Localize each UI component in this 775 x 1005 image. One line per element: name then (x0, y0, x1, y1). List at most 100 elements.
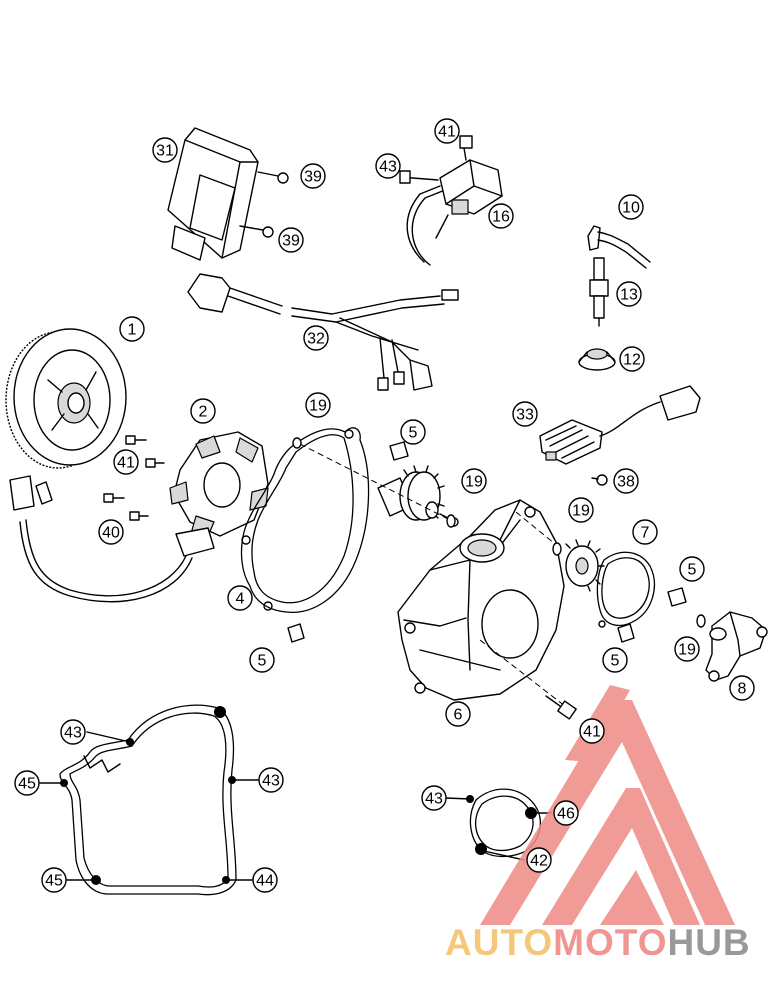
callout-number: 16 (492, 209, 510, 226)
callout-number: 39 (304, 169, 322, 186)
callout-number: 38 (617, 474, 635, 491)
callout-circle (278, 227, 304, 253)
callout-circle (434, 118, 460, 144)
callout-c41c: 41 (579, 718, 605, 744)
callout-circle (602, 647, 628, 673)
callout-number: 19 (309, 398, 327, 415)
callout-number: 19 (572, 503, 590, 520)
callout-c16: 16 (488, 203, 514, 229)
callout-circle (674, 636, 700, 662)
callout-number: 4 (236, 591, 245, 608)
callout-c40: 40 (98, 519, 124, 545)
callout-circle (190, 398, 216, 424)
callout-number: 5 (409, 425, 418, 442)
callout-c4: 4 (227, 585, 253, 611)
callout-number: 41 (117, 455, 135, 472)
callout-number: 41 (438, 124, 456, 141)
callout-c5d: 5 (679, 556, 705, 582)
leader-lines (39, 731, 552, 881)
callout-c8: 8 (729, 675, 755, 701)
callout-circle (249, 647, 275, 673)
bolt-41-long (545, 695, 577, 720)
callout-number: 5 (258, 653, 267, 670)
callout-c42: 42 (526, 847, 552, 873)
callout-circle (400, 419, 426, 445)
callout-c45b: 45 (41, 867, 67, 893)
callout-circle (14, 770, 40, 796)
callout-number: 13 (620, 287, 638, 304)
callout-c10: 10 (618, 194, 644, 220)
callout-circle (300, 163, 326, 189)
callout-number: 43 (262, 773, 280, 790)
callout-circle (258, 767, 284, 793)
callout-number: 45 (18, 776, 36, 793)
callout-number: 32 (307, 331, 325, 348)
callout-number: 46 (557, 806, 575, 823)
callout-c6: 6 (445, 701, 471, 727)
callout-circle (445, 701, 471, 727)
callout-c13: 13 (616, 281, 642, 307)
callout-number: 45 (45, 873, 63, 890)
callout-c39a: 39 (300, 163, 326, 189)
part-8-cover-plate (705, 611, 768, 682)
part-31-ecu-unit (167, 127, 289, 261)
dowel-pins-5 (287, 441, 687, 643)
callout-circle (568, 497, 594, 523)
callout-number: 19 (678, 642, 696, 659)
part-16-ignition-coil (399, 135, 503, 266)
callout-c7: 7 (632, 519, 658, 545)
large-gasket-detail (59, 704, 237, 896)
callout-c1: 1 (119, 316, 145, 342)
callout-c32: 32 (303, 325, 329, 351)
callout-c43d: 43 (421, 785, 447, 811)
callout-circle (619, 346, 645, 372)
callout-circle (421, 785, 447, 811)
callout-circle (113, 449, 139, 475)
callout-c45a: 45 (14, 770, 40, 796)
callout-c2: 2 (190, 398, 216, 424)
callout-number: 42 (530, 853, 548, 870)
callout-c5b: 5 (249, 647, 275, 673)
callout-number: 43 (425, 791, 443, 808)
svg-text:AUTOMOTOHUB: AUTOMOTOHUB (445, 922, 751, 963)
callout-circle (152, 137, 178, 163)
callout-number: 19 (465, 474, 483, 491)
callout-circle (632, 519, 658, 545)
watermark-auto: AUTO (445, 922, 553, 963)
callout-number: 33 (516, 407, 534, 424)
watermark-wordmark: AUTOMOTOHUB (445, 922, 751, 963)
callout-c43b: 43 (375, 153, 401, 179)
callout-number: 44 (256, 873, 274, 890)
callout-c46: 46 (553, 800, 579, 826)
callout-circle (98, 519, 124, 545)
callout-number: 2 (199, 404, 208, 421)
callout-number: 5 (688, 562, 697, 579)
callout-c19a: 19 (305, 392, 331, 418)
callout-circle (303, 325, 329, 351)
washers-19 (292, 437, 706, 628)
bolts-40-41-group (103, 435, 165, 521)
callout-c19b: 19 (461, 468, 487, 494)
callout-circle (618, 194, 644, 220)
watermark-moto: MOTO (553, 922, 667, 963)
callout-number: 5 (611, 653, 620, 670)
callout-number: 43 (379, 159, 397, 176)
callout-number: 43 (64, 725, 82, 742)
callout-number: 40 (102, 525, 120, 542)
callout-c43c: 43 (258, 767, 284, 793)
callout-circle (305, 392, 331, 418)
callout-number: 31 (156, 143, 174, 160)
part-7-gear-and-gasket (565, 539, 656, 628)
callout-circle (227, 585, 253, 611)
callout-c33: 33 (512, 401, 538, 427)
callout-number: 6 (454, 707, 463, 724)
callout-c44: 44 (252, 867, 278, 893)
callout-c19d: 19 (674, 636, 700, 662)
idler-gear-assembly (377, 465, 459, 527)
part-6-ignition-cover (397, 499, 565, 701)
callout-circle (41, 867, 67, 893)
part-12-plug-cover (578, 348, 616, 371)
callout-number: 1 (128, 322, 137, 339)
callout-circle (461, 468, 487, 494)
callout-circle (60, 719, 86, 745)
